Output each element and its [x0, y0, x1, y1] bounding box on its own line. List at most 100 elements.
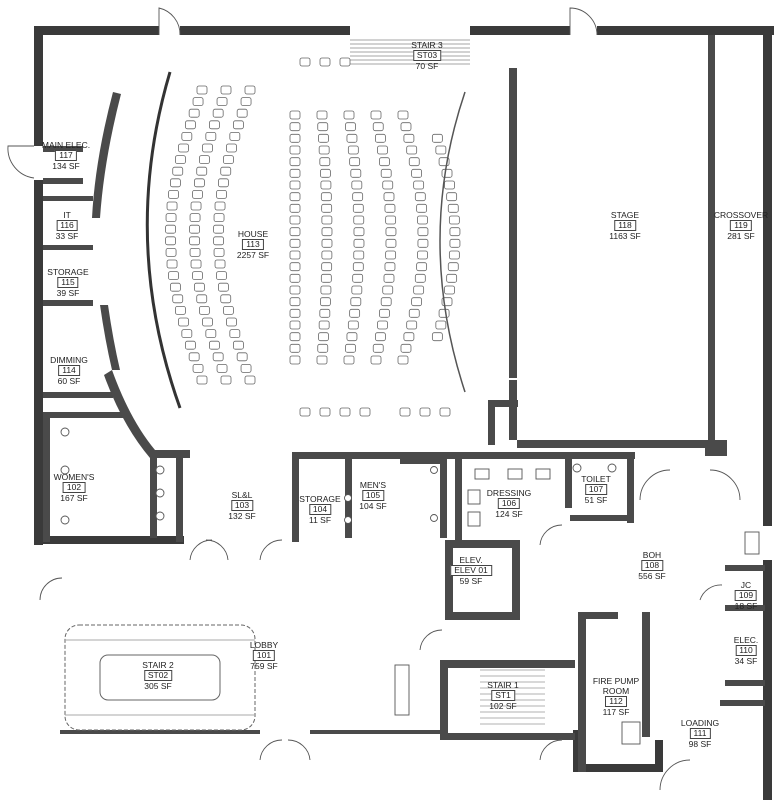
room-area: 124 SF [495, 509, 523, 519]
room-area: 98 SF [688, 739, 712, 749]
room-number: 109 [734, 590, 758, 601]
seat [431, 133, 443, 143]
room-name: STAIR 1 [487, 680, 519, 690]
seat [229, 329, 241, 339]
seat [181, 329, 193, 339]
seat [321, 215, 333, 225]
room-number: 106 [497, 498, 521, 509]
seat [189, 224, 200, 234]
seat [350, 168, 362, 178]
seat [289, 203, 301, 213]
seat [318, 332, 329, 342]
seat [192, 97, 204, 106]
seat [196, 166, 208, 176]
seat [438, 308, 450, 318]
seat [384, 262, 396, 272]
seat [165, 213, 177, 223]
seat [408, 157, 420, 167]
seat [347, 320, 359, 330]
room-area: 51 SF [584, 495, 608, 505]
seat [345, 122, 356, 132]
seat [236, 352, 248, 362]
seat [172, 294, 184, 304]
room-number: 110 [735, 645, 757, 656]
seat [447, 262, 459, 272]
seat [382, 285, 394, 295]
seat [400, 122, 412, 132]
seat [218, 282, 229, 292]
seat [216, 97, 228, 106]
room-name: STORAGE [299, 494, 341, 504]
seat [449, 227, 461, 237]
seat [192, 271, 203, 281]
seat [289, 133, 301, 143]
room-number: 105 [361, 490, 385, 501]
seat [416, 203, 428, 213]
seat [240, 97, 252, 106]
room-name: WOMEN'S [53, 472, 95, 482]
seat [406, 145, 418, 155]
room-area: 134 SF [52, 161, 80, 171]
stair-2 [64, 624, 256, 731]
room-name: STAIR 2 [142, 660, 174, 670]
room-number: 117 [55, 150, 77, 161]
seat [188, 352, 200, 362]
seat [413, 285, 425, 295]
seat [220, 166, 232, 176]
seat [170, 178, 181, 188]
room-area: 167 SF [60, 493, 88, 503]
room-area: 60 SF [57, 376, 81, 386]
seat [205, 131, 217, 141]
seat [168, 189, 179, 199]
seat [188, 108, 200, 118]
seat [220, 85, 232, 95]
seat [400, 343, 412, 353]
seat [209, 340, 220, 350]
seat [233, 340, 244, 350]
seat [316, 110, 328, 120]
seat [175, 155, 186, 165]
room-area: 556 SF [638, 571, 666, 581]
seat [414, 192, 426, 202]
seat [199, 305, 210, 315]
seat [385, 227, 397, 237]
house-seating [165, 57, 461, 417]
room-area: 34 SF [734, 656, 758, 666]
seat [417, 238, 429, 248]
room-name: HOUSE [237, 229, 269, 239]
seat [435, 145, 447, 155]
seat [289, 238, 301, 248]
seat [380, 168, 392, 178]
seat [318, 320, 330, 330]
seat [166, 259, 178, 269]
seat [236, 108, 248, 118]
seat [385, 238, 397, 248]
seat [196, 294, 208, 304]
plumbing-fixtures [60, 427, 760, 745]
seat [214, 259, 226, 269]
seat [213, 247, 225, 257]
seat [406, 320, 418, 330]
seat [447, 203, 459, 213]
seat [244, 85, 256, 95]
seat [403, 332, 415, 342]
seat [316, 355, 328, 365]
seat [192, 363, 204, 373]
room-number: 101 [252, 650, 276, 661]
seat [321, 203, 333, 213]
seat [370, 355, 382, 365]
seat [299, 57, 311, 67]
seat [414, 273, 426, 283]
seat [352, 203, 364, 213]
seat [240, 363, 252, 373]
seat [446, 273, 458, 283]
seat [192, 189, 203, 199]
seat [375, 133, 386, 143]
seat [218, 178, 229, 188]
